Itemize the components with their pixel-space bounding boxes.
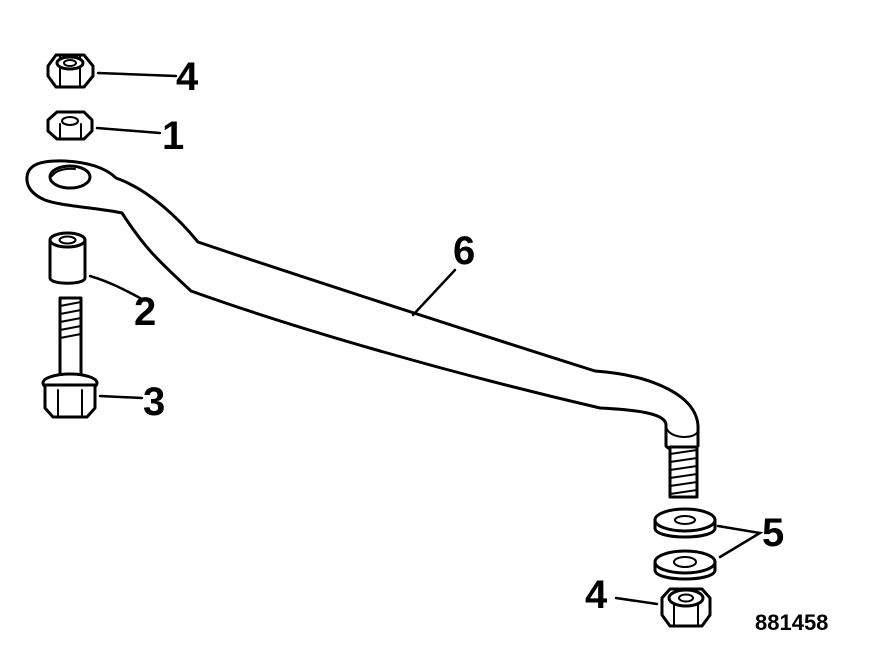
plain-nut (46, 110, 94, 141)
callout-spacer: 2 (134, 290, 156, 334)
leader-nut-bottom (614, 596, 659, 606)
callout-plain-nut: 1 (162, 114, 184, 158)
leader-nut-top (96, 71, 178, 78)
washer-lower (653, 549, 717, 581)
leader-link-rod (411, 268, 457, 317)
leader-bolt (98, 394, 144, 400)
spacer-bushing (48, 231, 87, 285)
figure-number: 881458 (755, 610, 828, 635)
flange-bolt (41, 296, 99, 419)
lock-nut-bottom (660, 587, 712, 628)
callout-washers: 5 (762, 511, 784, 555)
callout-bolt: 3 (143, 380, 165, 424)
link-rod (25, 159, 700, 452)
lock-nut-top (46, 53, 95, 89)
leader-plain-nut (95, 126, 162, 135)
callout-link-rod: 6 (453, 229, 475, 273)
leader-spacer (88, 274, 142, 300)
callout-nut-bottom: 4 (585, 573, 608, 617)
callout-nut-top: 4 (176, 55, 199, 99)
washer-upper (653, 507, 717, 539)
rod-threaded-end (668, 445, 699, 499)
leader-washers (716, 524, 764, 559)
